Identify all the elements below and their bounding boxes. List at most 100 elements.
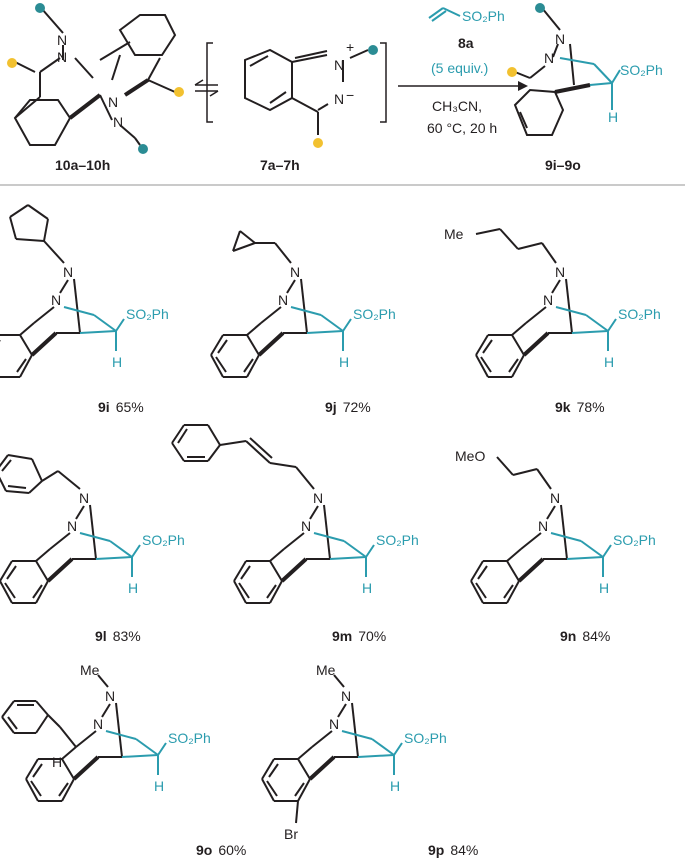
ring-bond (5, 490, 30, 494)
ring-bond (269, 560, 283, 582)
teal-bond (63, 306, 95, 316)
compound-id: 9m (332, 628, 352, 644)
ring-bond (246, 334, 260, 356)
product-bridge-teal (559, 57, 621, 110)
bond (41, 470, 59, 482)
bond (506, 548, 522, 562)
compound-id: 9j (325, 399, 337, 415)
bond (97, 674, 109, 688)
teal-bond (555, 306, 587, 316)
bond (59, 279, 69, 294)
ring-bond (171, 424, 185, 444)
wedge-bond (308, 755, 336, 781)
intermediate-structure-7 (244, 48, 369, 135)
teal-bond (135, 738, 159, 756)
ring-double (215, 356, 227, 373)
teal-bond (79, 532, 111, 542)
teal-bond (571, 330, 609, 334)
ring-bond (9, 216, 17, 240)
atom-n: N (57, 32, 67, 48)
bond (525, 306, 547, 324)
yield-value: 72% (343, 399, 371, 415)
bond (565, 278, 573, 334)
ring-bond (19, 334, 33, 356)
ring-double (6, 565, 17, 580)
teal-bond (93, 314, 117, 332)
bond (297, 746, 313, 760)
teal-bond (550, 532, 582, 542)
bond (43, 240, 65, 264)
bond (232, 242, 256, 252)
bond (33, 306, 55, 324)
atom-n: N (67, 518, 77, 534)
ring-double (243, 358, 254, 373)
condition-solvent: CH₃CN, (432, 98, 482, 114)
hydrogen-label: H (154, 778, 164, 794)
ring-bond (35, 714, 49, 734)
ring-bond (269, 580, 283, 604)
methyl-dot (138, 144, 148, 154)
hydrogen-label: H (339, 354, 349, 370)
ring-bond (61, 758, 75, 780)
atom-n: N (334, 91, 344, 107)
atom-n: N (278, 292, 288, 308)
bond (323, 504, 331, 560)
bond (286, 279, 296, 294)
reagent-equiv: (5 equiv.) (431, 60, 488, 76)
ring-bond (43, 218, 49, 242)
bond (57, 470, 81, 490)
compound-label-10: 10a–10h (55, 157, 110, 173)
teal-bond (342, 318, 352, 332)
ring-double (4, 582, 16, 599)
bond (239, 230, 256, 244)
ring-bond (27, 204, 49, 220)
teal-bond (341, 730, 373, 740)
bond (333, 674, 345, 688)
substituent-dot (174, 87, 184, 97)
bond (89, 504, 97, 560)
teal-bond (343, 540, 367, 558)
hydrogen-label: H (390, 778, 400, 794)
ring-double (32, 763, 43, 778)
bond (512, 468, 538, 476)
reagent-label: 8a (458, 35, 474, 51)
ring-double (266, 584, 277, 599)
wedge-bond (280, 557, 308, 583)
bond (295, 800, 299, 824)
bond (269, 548, 285, 562)
hydrogen-label: H (599, 580, 609, 596)
bond (337, 703, 347, 718)
ring-bond (1, 700, 15, 718)
ring-double (7, 485, 27, 489)
ring-double (16, 358, 27, 373)
bond (560, 504, 568, 560)
bond (551, 279, 561, 294)
teal-bond (105, 730, 137, 740)
compound-id: 9k (555, 399, 571, 415)
ring-bond (475, 334, 489, 356)
compound-id: 9o (196, 842, 212, 858)
sulfonyl-label: SO₂Ph (142, 532, 185, 548)
bond (499, 228, 519, 250)
teal-bond (306, 330, 344, 334)
bond (283, 532, 305, 550)
teal-bond (79, 330, 117, 334)
bond (49, 532, 71, 550)
ring-bond (7, 454, 33, 460)
ring-double (480, 356, 492, 373)
atom-n: N (63, 264, 73, 280)
ring-bond (15, 238, 45, 242)
hydrogen-label: H (52, 754, 62, 770)
ring-bond (25, 778, 39, 802)
ring-double (268, 763, 279, 778)
bond (475, 228, 501, 235)
ring-bond (233, 560, 247, 582)
